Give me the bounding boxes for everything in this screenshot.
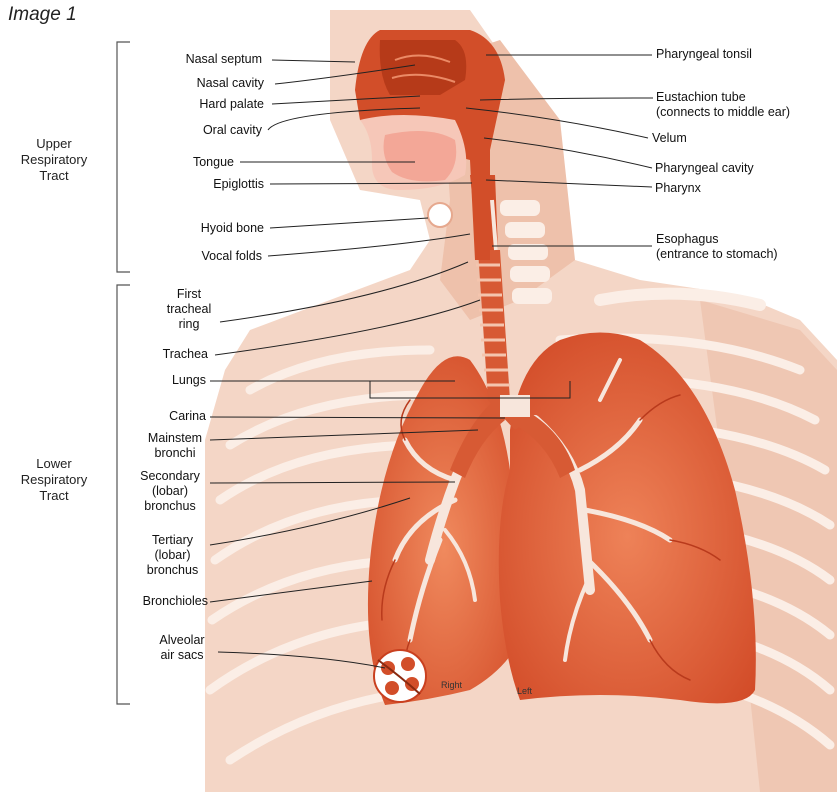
label-tertiary-bronchus: Tertiary (lobar) bronchus (135, 533, 210, 578)
label-vocal-folds: Vocal folds (140, 249, 262, 264)
label-alveolar-air-sacs: Alveolar air sacs (150, 633, 214, 663)
label-pharynx: Pharynx (655, 181, 775, 196)
label-oral-cavity: Oral cavity (140, 123, 262, 138)
alveolar-sacs-inset (374, 650, 426, 702)
upper-respiratory-tract-label: Upper Respiratory Tract (4, 136, 104, 184)
label-right-lung: Right (441, 680, 462, 690)
image-title: Image 1 (8, 4, 77, 26)
label-tongue: Tongue (140, 155, 234, 170)
label-pharyngeal-cavity: Pharyngeal cavity (655, 161, 825, 176)
label-mainstem-bronchi: Mainstem bronchi (140, 431, 210, 461)
label-nasal-septum: Nasal septum (140, 52, 262, 67)
label-velum: Velum (652, 131, 772, 146)
label-esophagus: Esophagus (entrance to stomach) (656, 232, 831, 262)
lower-respiratory-tract-label: Lower Respiratory Tract (4, 456, 104, 504)
label-carina: Carina (130, 409, 206, 424)
label-lungs: Lungs (130, 373, 206, 388)
label-bronchioles: Bronchioles (120, 594, 208, 609)
label-first-tracheal-ring: First tracheal ring (158, 287, 220, 332)
label-trachea: Trachea (130, 347, 208, 362)
label-eustachian-tube: Eustachion tube (connects to middle ear) (656, 90, 836, 120)
label-secondary-bronchus: Secondary (lobar) bronchus (130, 469, 210, 514)
label-epiglottis: Epiglottis (140, 177, 264, 192)
label-left-lung: Left (517, 686, 532, 696)
label-hyoid-bone: Hyoid bone (140, 221, 264, 236)
label-hard-palate: Hard palate (140, 97, 264, 112)
label-nasal-cavity: Nasal cavity (140, 76, 264, 91)
label-pharyngeal-tonsil: Pharyngeal tonsil (656, 47, 831, 62)
